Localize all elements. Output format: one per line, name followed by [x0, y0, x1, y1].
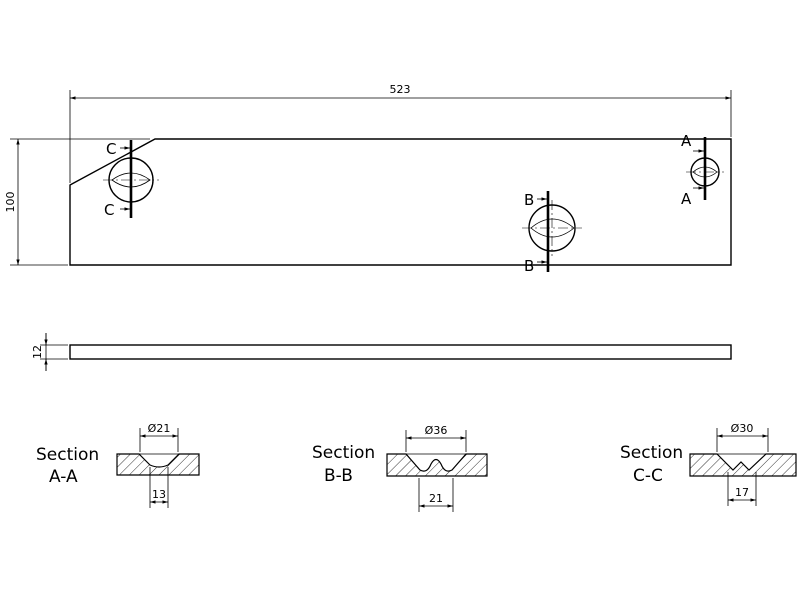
side-view: 12 — [31, 333, 732, 371]
section-b-b: Section B-B Ø36 21 — [312, 424, 488, 512]
section-c-c: Section C-C Ø30 17 — [620, 422, 797, 506]
cut-label-c-bottom: C — [104, 201, 114, 219]
section-a-bottom-dim: 13 — [152, 488, 166, 501]
section-c-top-dim: Ø30 — [731, 422, 754, 435]
section-c-title-line2: C-C — [633, 466, 663, 486]
cut-label-b-bottom: B — [524, 257, 534, 275]
thickness-dimension-text: 12 — [31, 345, 44, 359]
plate-side-outline — [69, 344, 732, 360]
cut-label-a-bottom: A — [681, 190, 692, 208]
section-a-title-line2: A-A — [49, 467, 78, 487]
hole-b — [522, 200, 582, 256]
section-b-title-line2: B-B — [324, 466, 353, 486]
section-c-bottom-dim: 17 — [735, 486, 749, 499]
cut-label-c-top: C — [106, 140, 116, 158]
section-c-body — [689, 453, 797, 477]
section-a-top-dim: Ø21 — [148, 422, 171, 435]
section-a-body — [116, 453, 200, 476]
plate-outline — [69, 138, 732, 266]
plan-view: 523 100 C C B B — [4, 83, 732, 275]
cut-label-a-top: A — [681, 132, 692, 150]
cut-label-b-top: B — [524, 191, 534, 209]
section-b-bottom-dim: 21 — [429, 492, 443, 505]
section-b-top-dim: Ø36 — [425, 424, 448, 437]
section-a-a: Section A-A Ø21 13 — [36, 422, 200, 508]
width-dimension-text: 100 — [4, 192, 17, 213]
section-c-title-line1: Section — [620, 443, 683, 463]
section-b-body — [386, 453, 488, 477]
length-dimension-text: 523 — [390, 83, 411, 96]
section-a-title-line1: Section — [36, 445, 99, 465]
section-b-title-line1: Section — [312, 443, 375, 463]
